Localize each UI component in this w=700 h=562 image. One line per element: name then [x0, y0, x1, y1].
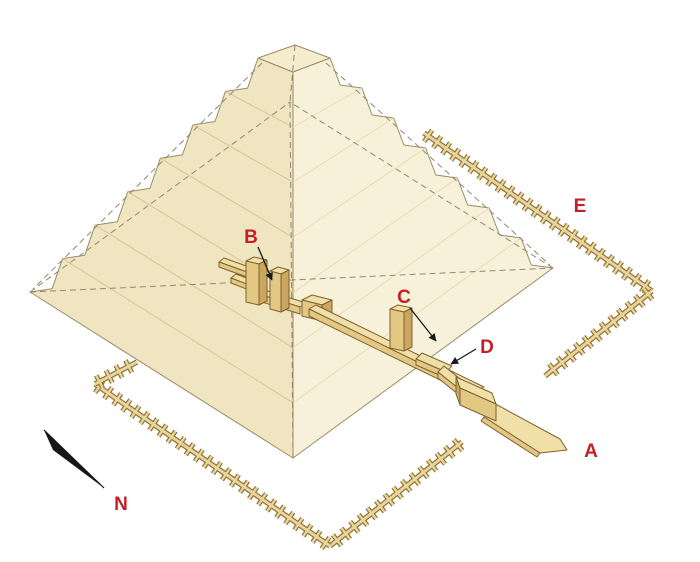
vertical-shaft-2-side	[280, 269, 290, 313]
step-line-right	[292, 177, 458, 293]
chapel-side	[455, 376, 461, 406]
enclosure-wall	[93, 128, 655, 551]
north-needle	[44, 430, 104, 488]
step-line-right	[292, 147, 426, 238]
wall-spine	[94, 360, 138, 386]
vertical-shaft-2-front	[269, 270, 282, 313]
pointer-d	[450, 348, 477, 365]
step-line-left	[192, 124, 294, 183]
hidden-edge-line	[29, 101, 291, 293]
label-d: D	[480, 337, 494, 358]
label-b: B	[244, 227, 258, 248]
north-arrow: N	[43, 429, 128, 515]
step-line-left	[160, 157, 294, 238]
label-e: E	[574, 196, 587, 217]
pointer-c	[409, 307, 437, 342]
hidden-edge-line	[289, 101, 554, 269]
shaft-c-front	[389, 308, 405, 352]
step-line-right	[292, 117, 394, 183]
internal-structures	[218, 256, 568, 458]
stepped-pyramid	[29, 44, 554, 459]
step-line-right	[292, 87, 363, 128]
pyramid-left-face	[29, 57, 294, 459]
label-a: A	[584, 441, 598, 462]
step-line-left	[225, 90, 294, 128]
north-label: N	[114, 494, 128, 515]
step-line-left	[62, 258, 294, 404]
shaft-c-side	[403, 307, 413, 352]
wall-spine	[329, 440, 463, 548]
pointer-b	[257, 246, 273, 281]
pyramid-right-face	[292, 57, 554, 459]
labels: B C D E A	[244, 196, 598, 462]
wall-spine	[544, 289, 653, 378]
wall-spine	[94, 382, 331, 548]
hidden-edge-line	[325, 62, 551, 266]
hidden-edge-line	[32, 62, 263, 290]
label-c: C	[397, 287, 411, 308]
pyramid-hidden-edges	[29, 44, 554, 459]
hidden-edge-line	[29, 267, 554, 293]
entrance-ramp-front	[480, 416, 541, 458]
step-line-left	[94, 224, 294, 349]
wall-spine	[423, 131, 653, 293]
vertical-shaft-1-front	[245, 260, 260, 306]
